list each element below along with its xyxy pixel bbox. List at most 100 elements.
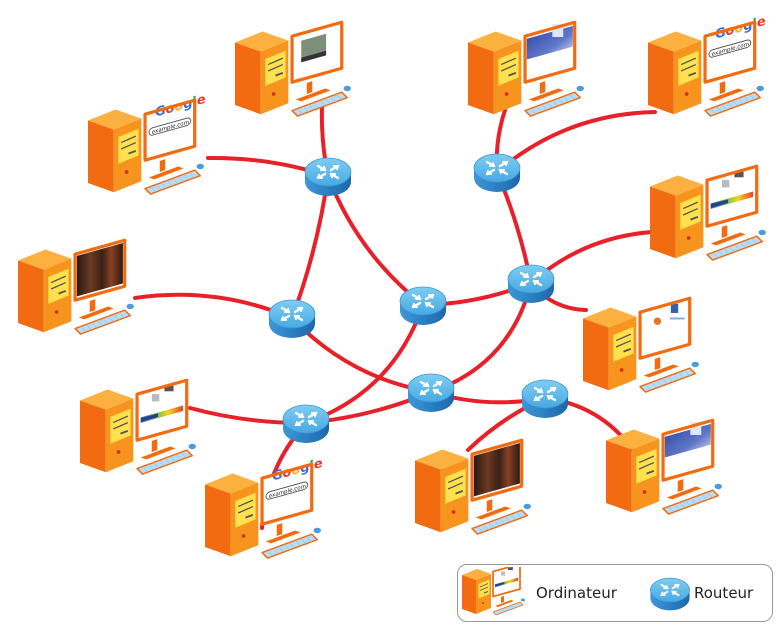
routers-layer bbox=[268, 153, 569, 443]
tower-icon bbox=[415, 449, 469, 533]
mouse-icon bbox=[714, 483, 722, 490]
keyboard-icon bbox=[136, 449, 193, 475]
router-icon bbox=[407, 373, 455, 412]
network-link bbox=[326, 174, 425, 307]
router-icon bbox=[650, 577, 690, 611]
router-arrows-icon bbox=[519, 271, 543, 287]
tower-icon bbox=[18, 249, 72, 333]
tower-icon bbox=[462, 569, 491, 614]
mouse-icon bbox=[691, 361, 699, 368]
router-arrows-icon bbox=[533, 386, 557, 402]
monitor-icon bbox=[492, 567, 521, 607]
keyboard-icon bbox=[492, 601, 524, 616]
router-arrows-icon bbox=[411, 293, 435, 309]
monitor-icon bbox=[470, 438, 524, 520]
keyboard-icon bbox=[639, 367, 696, 393]
monitor-icon bbox=[705, 164, 759, 246]
screen-content bbox=[73, 238, 127, 302]
network-link bbox=[304, 303, 425, 425]
computer-icon bbox=[235, 20, 351, 117]
screen-content bbox=[290, 20, 344, 84]
monitor-icon bbox=[661, 418, 715, 500]
screen-content bbox=[492, 567, 521, 598]
computer-legend-icon bbox=[462, 567, 525, 616]
screen-content bbox=[470, 438, 524, 502]
keyboard-icon bbox=[291, 91, 348, 117]
router-icon bbox=[282, 404, 330, 443]
router-icon bbox=[473, 153, 521, 192]
screen-content bbox=[135, 378, 189, 442]
computer-icon bbox=[415, 438, 531, 535]
tower-icon bbox=[468, 31, 522, 115]
computer-icon bbox=[18, 238, 134, 335]
computer-icon bbox=[606, 418, 722, 515]
computer-icon bbox=[80, 378, 196, 475]
legend-computer-label: Ordinateur bbox=[536, 584, 617, 602]
tower-icon bbox=[235, 31, 289, 115]
computers-layer: Googleexample.comGoogleexample.comGoogle… bbox=[18, 14, 766, 559]
router-icon bbox=[507, 264, 555, 303]
mouse-icon bbox=[758, 229, 766, 236]
tower-icon bbox=[606, 429, 660, 513]
mouse-icon bbox=[521, 598, 525, 602]
monitor-icon bbox=[290, 20, 344, 102]
computer-icon bbox=[462, 567, 525, 616]
mouse-icon bbox=[126, 303, 134, 310]
router-arrows-icon bbox=[660, 583, 680, 597]
router-legend-icon bbox=[650, 577, 690, 611]
router-icon bbox=[304, 157, 352, 196]
router-icon bbox=[268, 299, 316, 338]
tower-icon bbox=[80, 389, 134, 473]
network-link bbox=[495, 110, 657, 174]
monitor-icon bbox=[638, 296, 692, 378]
keyboard-icon bbox=[704, 91, 761, 117]
tower-icon bbox=[583, 307, 637, 391]
network-link bbox=[290, 174, 330, 320]
mouse-icon bbox=[523, 503, 531, 510]
keyboard-icon bbox=[144, 169, 201, 195]
computer-icon bbox=[468, 20, 584, 117]
router-arrows-icon bbox=[294, 411, 318, 427]
keyboard-icon bbox=[706, 235, 763, 261]
network-link bbox=[133, 292, 294, 320]
keyboard-icon bbox=[662, 489, 719, 515]
monitor-icon bbox=[73, 238, 127, 320]
tower-icon bbox=[648, 31, 702, 115]
tower-icon bbox=[650, 175, 704, 259]
mouse-icon bbox=[196, 163, 204, 170]
router-arrows-icon bbox=[485, 160, 509, 176]
monitor-icon bbox=[135, 378, 189, 460]
screen-content bbox=[661, 418, 715, 482]
screen-content bbox=[638, 296, 692, 360]
tower-icon bbox=[205, 473, 259, 557]
router-arrows-icon bbox=[280, 306, 304, 322]
mouse-icon bbox=[313, 527, 321, 534]
links-layer bbox=[133, 105, 657, 530]
router-icon bbox=[399, 286, 447, 325]
mouse-icon bbox=[756, 85, 764, 92]
router-arrows-icon bbox=[316, 164, 340, 180]
keyboard-icon bbox=[261, 533, 318, 559]
mouse-icon bbox=[188, 443, 196, 450]
computer-icon bbox=[650, 164, 766, 261]
monitor-icon bbox=[523, 20, 577, 102]
mouse-icon bbox=[343, 85, 351, 92]
legend-router-label: Routeur bbox=[694, 584, 754, 602]
screen-content bbox=[523, 20, 577, 84]
router-arrows-icon bbox=[419, 380, 443, 396]
tower-icon bbox=[88, 109, 142, 193]
mouse-icon bbox=[576, 85, 584, 92]
keyboard-icon bbox=[524, 91, 581, 117]
keyboard-icon bbox=[74, 309, 131, 335]
legend: Ordinateur Routeur bbox=[457, 564, 773, 622]
